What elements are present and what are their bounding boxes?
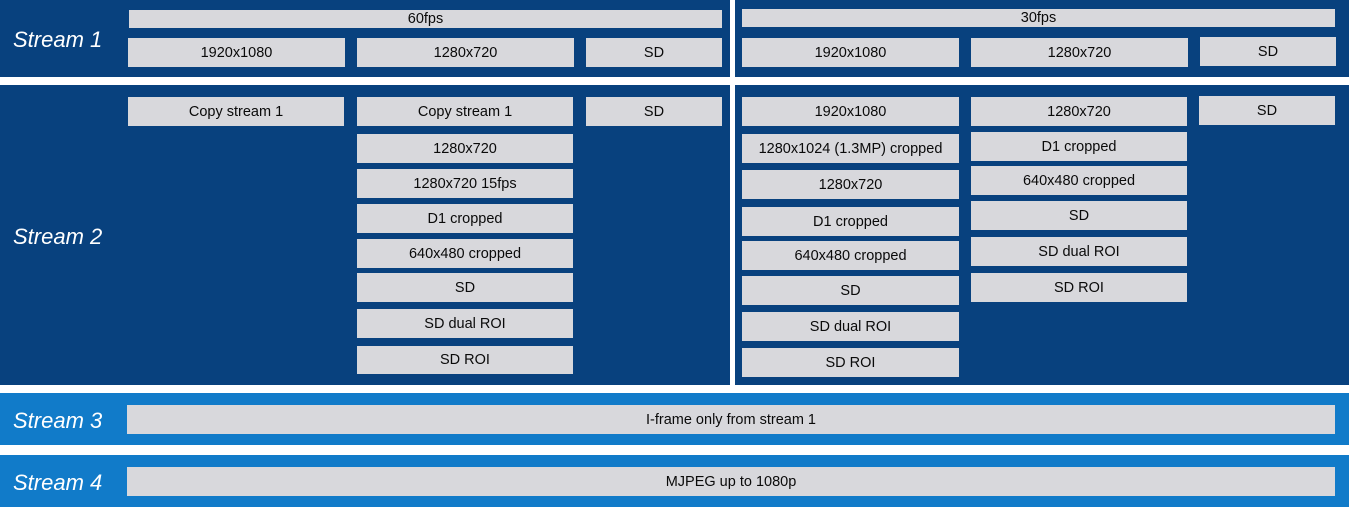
stream2-option: 1280x720	[742, 170, 959, 199]
stream2-option: 1920x1080	[742, 97, 959, 126]
stream4-value: MJPEG up to 1080p	[127, 467, 1335, 496]
stream1-30fps-option: 1920x1080	[742, 38, 959, 67]
stream2-option: SD	[742, 276, 959, 305]
stream2-option: 640x480 cropped	[357, 239, 573, 268]
stream3-label: Stream 3	[13, 408, 103, 433]
stream1-30fps-header: 30fps	[742, 9, 1335, 27]
stream2-label: Stream 2	[13, 224, 103, 249]
stream2-option: SD ROI	[742, 348, 959, 377]
stream2-option: SD ROI	[357, 346, 573, 374]
stream2-option: SD	[357, 273, 573, 302]
stream2-option: 1280x720	[971, 97, 1187, 126]
stream2-option: 1280x720 15fps	[357, 169, 573, 198]
stream2-option: SD ROI	[971, 273, 1187, 302]
stream2-option: D1 cropped	[357, 204, 573, 233]
stream2-option: 1280x1024 (1.3MP) cropped	[742, 134, 959, 163]
stream3-value: I-frame only from stream 1	[127, 405, 1335, 434]
stream1-30fps-option: 1280x720	[971, 38, 1188, 67]
stream2-option: SD dual ROI	[971, 237, 1187, 266]
stream1-60fps-option: 1280x720	[357, 38, 574, 67]
stream2-option: D1 cropped	[742, 207, 959, 236]
stream1-60fps-option: SD	[586, 38, 722, 67]
stream2-option: SD	[586, 97, 722, 126]
stream2-option: SD dual ROI	[357, 309, 573, 338]
stream2-option: 640x480 cropped	[971, 166, 1187, 195]
stream2-option: SD	[971, 201, 1187, 230]
stream2-option: D1 cropped	[971, 132, 1187, 161]
stream2-band-60fps	[0, 85, 730, 385]
stream2-option: SD	[1199, 96, 1335, 125]
stream2-option: 640x480 cropped	[742, 241, 959, 270]
stream2-option: SD dual ROI	[742, 312, 959, 341]
stream1-60fps-header: 60fps	[129, 10, 722, 28]
stream1-label: Stream 1	[13, 27, 103, 52]
stream1-30fps-option: SD	[1200, 37, 1336, 66]
stream2-option: Copy stream 1	[128, 97, 344, 126]
stream2-option: 1280x720	[357, 134, 573, 163]
stream4-label: Stream 4	[13, 470, 103, 495]
stream1-60fps-option: 1920x1080	[128, 38, 345, 67]
stream2-option: Copy stream 1	[357, 97, 573, 126]
